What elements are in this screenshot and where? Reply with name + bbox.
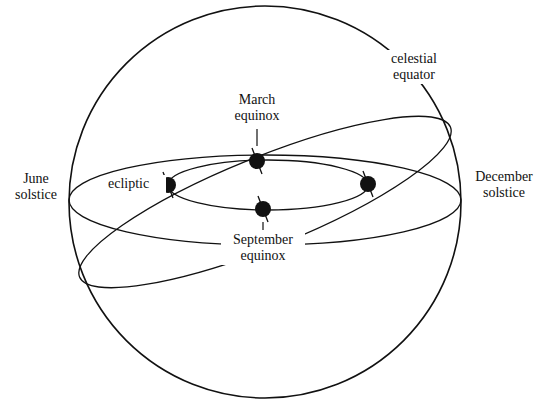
leader-line [256,129,257,146]
text-label: ecliptic [106,175,166,193]
text-label: celestial equator [372,50,456,84]
text-label: September equinox [221,231,305,265]
sphere-outline [69,6,461,398]
earth-dots [160,148,376,222]
orbit-ellipse [168,160,368,210]
earth-dot [360,171,376,197]
leader-line [262,222,263,230]
text-label: December solstice [465,168,543,202]
text-label: March equinox [225,91,289,125]
earth-dot [255,196,271,222]
text-label: June solstice [4,170,68,204]
celestial-equator-ellipse [63,85,468,318]
earth-dot [249,148,265,174]
